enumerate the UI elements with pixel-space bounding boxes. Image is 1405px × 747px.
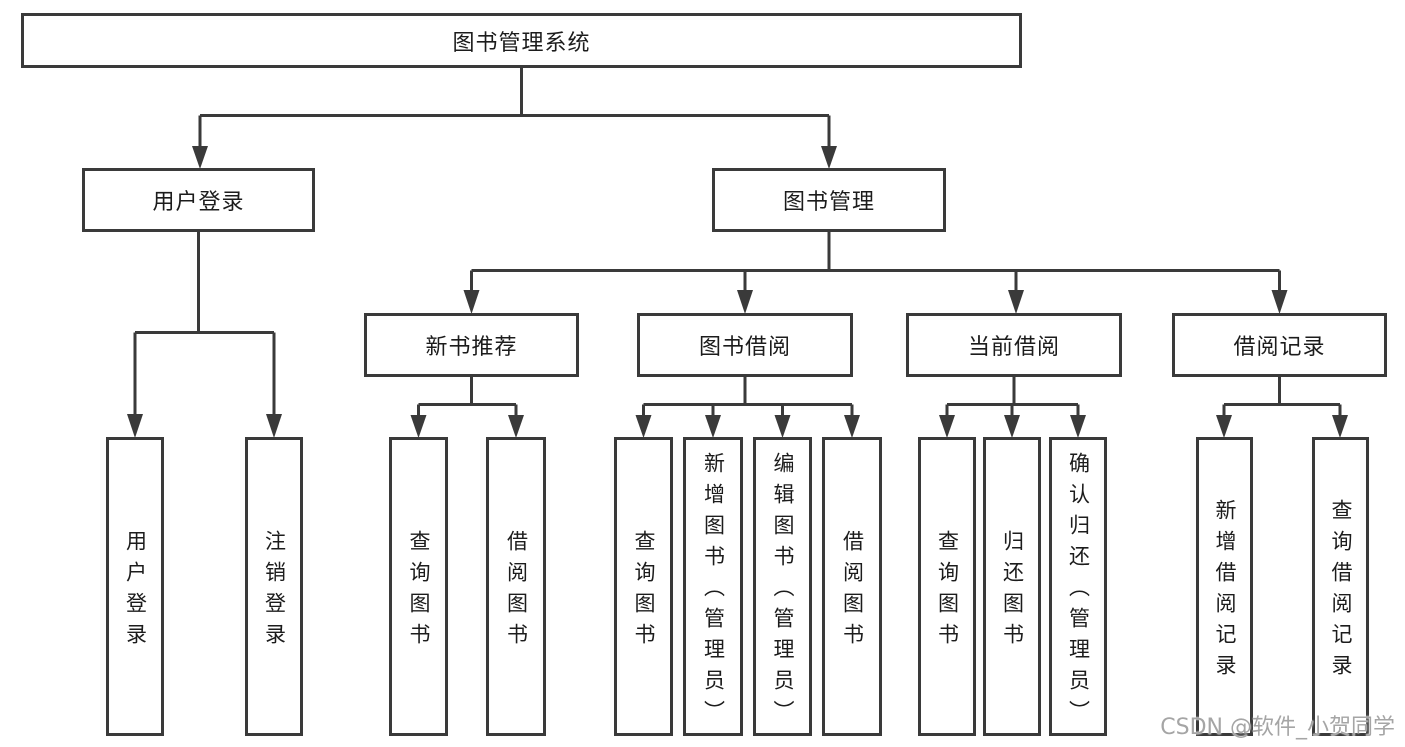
- leaf-user-login: 用户登录: [106, 437, 164, 736]
- leaf-logout: 注销登录: [245, 437, 303, 736]
- leaf-query-books-recommend-label: 查询图书: [407, 529, 431, 654]
- leaf-user-login-label: 用户登录: [123, 529, 148, 654]
- node-book-borrowing: 图书借阅: [637, 313, 853, 377]
- leaf-borrow-books-label: 借阅图书: [840, 529, 865, 654]
- leaf-query-books-borrowing: 查询图书: [614, 437, 673, 736]
- node-current-borrowing: 当前借阅: [906, 313, 1122, 377]
- node-current-borrowing-label: 当前借阅: [967, 335, 1060, 360]
- node-book-borrowing-label: 图书借阅: [698, 335, 791, 360]
- leaf-return-book: 归还图书: [983, 437, 1041, 736]
- leaf-query-books-borrowing-label: 查询图书: [632, 529, 656, 654]
- node-borrow-records: 借阅记录: [1172, 313, 1387, 377]
- node-new-book-recommend: 新书推荐: [364, 313, 579, 377]
- node-user-login-label: 用户登录: [152, 190, 245, 215]
- node-root-label: 图书管理系统: [452, 30, 591, 56]
- leaf-query-borrow-record-label: 查询借阅记录: [1329, 498, 1353, 685]
- node-borrow-records-label: 借阅记录: [1233, 335, 1326, 360]
- leaf-query-books-recommend: 查询图书: [389, 437, 448, 736]
- leaf-query-books-current: 查询图书: [918, 437, 976, 736]
- node-user-login: 用户登录: [82, 168, 315, 232]
- node-new-book-recommend-label: 新书推荐: [425, 335, 518, 360]
- node-root: 图书管理系统: [21, 13, 1022, 68]
- leaf-return-book-label: 归还图书: [1000, 529, 1025, 654]
- leaf-edit-book-admin: 编辑图书（管理员）: [753, 437, 812, 736]
- node-book-management: 图书管理: [712, 168, 946, 232]
- leaf-add-book-admin-label: 新增图书（管理员）: [701, 452, 726, 731]
- leaf-logout-label: 注销登录: [262, 529, 287, 654]
- leaf-confirm-return-admin: 确认归还（管理员）: [1049, 437, 1107, 736]
- leaf-confirm-return-admin-label: 确认归还（管理员）: [1066, 452, 1091, 731]
- leaf-borrow-books-recommend: 借阅图书: [486, 437, 546, 736]
- leaf-borrow-books-recommend-label: 借阅图书: [504, 529, 529, 654]
- node-book-management-label: 图书管理: [782, 190, 875, 215]
- leaf-query-borrow-record: 查询借阅记录: [1312, 437, 1369, 736]
- leaf-edit-book-admin-label: 编辑图书（管理员）: [771, 452, 795, 731]
- leaf-add-borrow-record: 新增借阅记录: [1196, 437, 1253, 736]
- leaf-borrow-books: 借阅图书: [822, 437, 882, 736]
- csdn-watermark: CSDN @软件_小贺同学: [1160, 715, 1395, 740]
- leaf-add-book-admin: 新增图书（管理员）: [683, 437, 743, 736]
- leaf-add-borrow-record-label: 新增借阅记录: [1213, 498, 1237, 685]
- leaf-query-books-current-label: 查询图书: [935, 529, 960, 654]
